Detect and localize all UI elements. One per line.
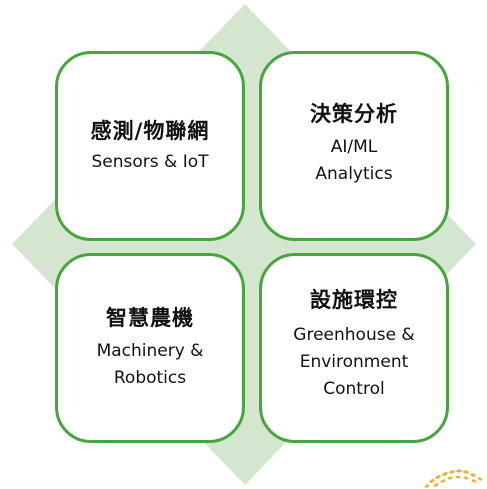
quadrant-title: 感測/物聯網 <box>90 118 210 143</box>
quadrant-subtitle: Sensors & IoT <box>91 151 209 172</box>
quadrant-greenhouse-control: 設施環控 Greenhouse & Environment Control <box>259 253 449 443</box>
quadrant-subtitle: Machinery & Robotics <box>96 341 204 388</box>
quadrant-subtitle: AI/ML Analytics <box>315 137 393 184</box>
quadrant-title: 設施環控 <box>310 287 398 312</box>
quadrant-ai-analytics: 決策分析 AI/ML Analytics <box>259 51 449 241</box>
quadrant-title: 智慧農機 <box>106 306 194 330</box>
quadrant-sensors-iot: 感測/物聯網 Sensors & IoT <box>55 51 245 241</box>
quadrant-machinery-robotics: 智慧農機 Machinery & Robotics <box>55 253 245 443</box>
quadrant-subtitle: Greenhouse & Environment Control <box>293 324 415 399</box>
grain-logo-icon <box>424 469 483 488</box>
quadrant-title: 決策分析 <box>310 102 398 126</box>
